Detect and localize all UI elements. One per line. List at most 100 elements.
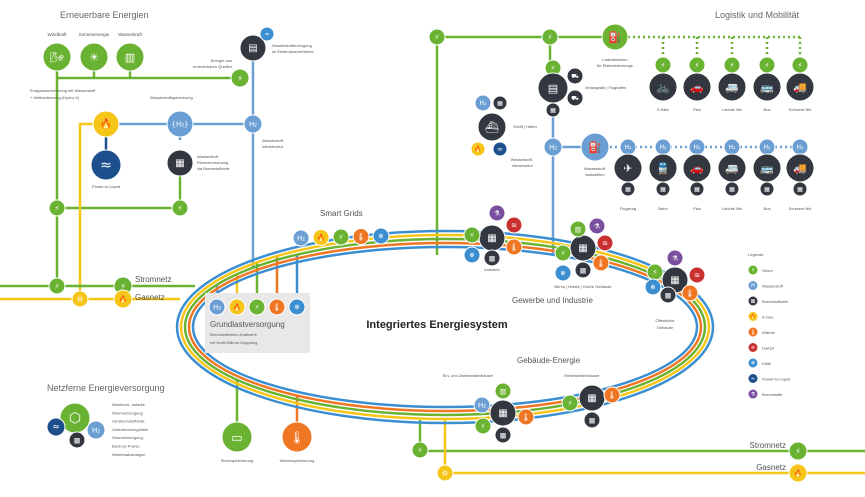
source-label: Sonnenenergie <box>79 32 110 37</box>
svg-text:⚡: ⚡ <box>55 205 60 213</box>
svg-text:⚡: ⚡ <box>730 62 735 70</box>
h2-station-label: tankstellen <box>585 172 604 177</box>
thermo-icon: 🌡 <box>281 421 313 453</box>
main-title: Integriertes Energiesystem <box>366 319 507 331</box>
thermo-icon: 🌡 <box>681 284 699 302</box>
methanation-label: Endgasanreicherung mit Wasserstoff <box>30 88 96 93</box>
section-title-gebaeude: Gebäude-Energie <box>517 356 581 365</box>
h2-icon: H₂ <box>473 396 491 414</box>
reconversion-label: Rückverstromung <box>197 160 228 165</box>
svg-text:🌡: 🌡 <box>273 304 282 312</box>
vehicle-label: Leichte Nfz <box>722 206 742 211</box>
gasnetz-icon: 🔥 <box>113 289 133 309</box>
smart-grid-icon: H₂ <box>292 229 310 247</box>
svg-text:⚡: ⚡ <box>178 205 183 213</box>
legend-icon: ▦ <box>747 295 759 307</box>
renewable-source-icon-1: 🌬 <box>42 42 72 72</box>
svg-text:≈: ≈ <box>100 158 112 174</box>
svg-text:⚗: ⚗ <box>494 210 500 218</box>
gasnetz-label-bottom: Gasnetz <box>756 463 786 472</box>
ptl-icon: ≈ <box>46 417 66 437</box>
svg-text:▤: ▤ <box>548 82 558 95</box>
legend-item-label: E-Gas <box>762 315 773 320</box>
vehicle-label: Schwere Nfz <box>789 206 812 211</box>
svg-text:🌡: 🌡 <box>289 431 304 445</box>
h2-node-icon: H₂ <box>543 137 563 157</box>
svg-text:⬡: ⬡ <box>69 411 81 427</box>
fuel-cell-icon: ▦ <box>620 181 636 197</box>
vehicle-label: Bus <box>764 107 771 112</box>
legend-icon: 🔥 <box>747 311 759 322</box>
netzferne-desc: Back-up Power, <box>112 444 140 449</box>
grundlast-subtitle: mit Kraft-Wärme-Kopplung <box>210 340 257 345</box>
ship-icon: ⛴ <box>477 112 507 142</box>
h2-storage-label: Wasserstoffspeicherung <box>150 95 193 100</box>
power-to-liquid-icon: ≈ <box>90 149 122 181</box>
h2-icon: H₂ <box>654 138 672 156</box>
section-title-gewerbe: Gewerbe und Industrie <box>512 296 593 305</box>
svg-text:⚗: ⚗ <box>672 255 678 263</box>
svg-text:▦: ▦ <box>487 233 496 244</box>
vehicle-label: Flugzeug <box>620 206 636 211</box>
legend-item-label: Brennstoffzelle <box>762 299 789 304</box>
grundlast-title: Grundlastversorgung <box>210 320 285 329</box>
svg-text:▦: ▦ <box>589 417 596 425</box>
svg-text:🌡: 🌡 <box>510 244 519 252</box>
solar-icon: ▥ <box>569 220 587 238</box>
svg-text:≋: ≋ <box>511 222 517 230</box>
stromnetz-icon: ⚡ <box>788 441 808 461</box>
fuel-cell-icon: ▦ <box>724 181 740 197</box>
svg-text:⚙: ⚙ <box>442 470 448 478</box>
gasnetz-label: Gasnetz <box>135 293 165 302</box>
svg-text:▦: ▦ <box>625 186 631 193</box>
svg-text:🔥: 🔥 <box>794 469 803 478</box>
legend-icon: ≈ <box>747 373 759 384</box>
strom-icon: ⚡ <box>688 56 706 74</box>
ship-label: Schiff | Hafen <box>513 124 537 129</box>
ptl-icon: ≈ <box>492 141 508 157</box>
h2-infra-label: infrastruktur <box>512 163 534 168</box>
svg-text:▤: ▤ <box>248 43 257 54</box>
reconversion-label: via Brennstoffzelle <box>197 166 230 171</box>
vehicle-icon: 🚗 <box>682 153 712 183</box>
svg-text:🚌: 🚌 <box>760 81 774 94</box>
netzferne-desc: Unterbrechungsfreie <box>112 427 149 432</box>
steam-icon: ≋ <box>688 266 706 284</box>
stromnetz-label: Stromnetz <box>135 275 171 284</box>
h2-icon: H₂ <box>723 138 741 156</box>
fuel-cell-icon: ▦ <box>574 261 592 279</box>
svg-text:▦: ▦ <box>580 267 587 275</box>
methanation-label: + Methanisierung (Hydro-X) <box>30 95 80 100</box>
vehicle-icon: 🚌 <box>752 72 782 102</box>
svg-text:H₂: H₂ <box>729 144 737 151</box>
svg-text:🚚: 🚚 <box>793 81 807 94</box>
svg-text:⚡: ⚡ <box>661 62 666 70</box>
svg-text:🚚: 🚚 <box>793 162 807 175</box>
water-icon: ≈ <box>259 26 275 42</box>
grundlast-icon: 🔥 <box>228 298 246 316</box>
vehicle-icon: 🚗 <box>682 72 712 102</box>
svg-text:H₂: H₂ <box>480 100 488 107</box>
smart-grid-icon: 🌡 <box>352 228 370 245</box>
thermo-icon: 🌡 <box>505 238 523 256</box>
pylon-icon: ⚡ <box>411 441 429 459</box>
h2-node-icon: H₂ <box>243 114 263 134</box>
svg-text:≋: ≋ <box>751 345 755 351</box>
charging-label: für Elektrofahrzeuge <box>597 63 634 68</box>
vehicle-icon: 🚌 <box>752 153 782 183</box>
fuel-cell-stack-icon: ⬡ <box>59 402 91 434</box>
svg-text:H: H <box>751 283 755 289</box>
svg-text:▦: ▦ <box>489 255 496 263</box>
mfh-icon: ▦ <box>578 384 606 412</box>
svg-text:▦: ▦ <box>578 243 587 254</box>
svg-text:⚡: ⚡ <box>798 62 803 70</box>
svg-text:🔥: 🔥 <box>119 295 128 304</box>
solar-icon: ▥ <box>494 382 512 400</box>
intralogistik-label: Intralogistik | Flughafen <box>585 85 626 90</box>
svg-text:H₂: H₂ <box>625 144 633 151</box>
svg-text:🌡: 🌡 <box>357 233 366 241</box>
snow-icon: ❄ <box>463 246 481 264</box>
vehicle-label: Pkw <box>693 206 701 211</box>
efh-icon: ▦ <box>489 399 517 427</box>
